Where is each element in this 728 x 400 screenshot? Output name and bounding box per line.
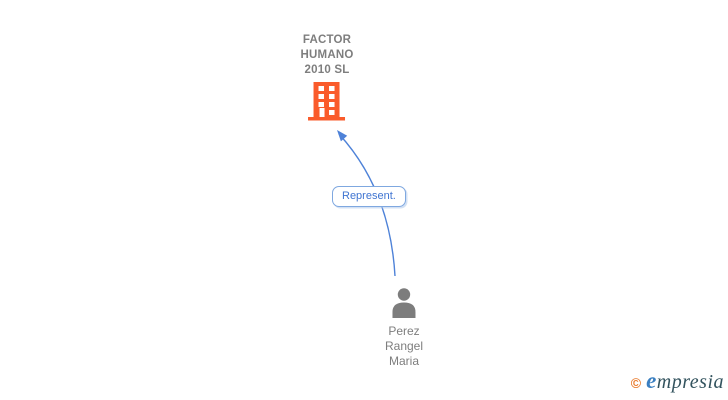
edge-arrowhead-icon <box>337 130 348 142</box>
person-icon[interactable] <box>390 287 418 318</box>
company-name: FACTOR HUMANO 2010 SL <box>301 33 354 78</box>
edge-label-represent[interactable]: Represent. <box>332 186 406 207</box>
company-name-line: 2010 SL <box>304 64 350 76</box>
person-name-line: Rangel <box>384 339 424 353</box>
copyright-icon: © <box>630 375 642 391</box>
company-name-line: FACTOR <box>302 34 352 46</box>
person-name-line: Maria <box>388 354 419 368</box>
building-icon[interactable] <box>308 81 346 121</box>
person-name-line: Perez <box>388 324 420 338</box>
empresia-brand-text: empresia <box>646 368 724 394</box>
brand-rest: mpresia <box>656 371 724 393</box>
person-name: Perez Rangel Maria <box>385 324 423 369</box>
empresia-logo: © empresia <box>631 368 724 394</box>
company-node[interactable]: FACTOR HUMANO 2010 SL <box>301 33 354 121</box>
company-name-line: HUMANO <box>300 49 354 61</box>
person-node[interactable]: Perez Rangel Maria <box>385 287 423 369</box>
brand-initial: e <box>646 368 657 393</box>
edge-label-text: Represent. <box>342 190 396 202</box>
